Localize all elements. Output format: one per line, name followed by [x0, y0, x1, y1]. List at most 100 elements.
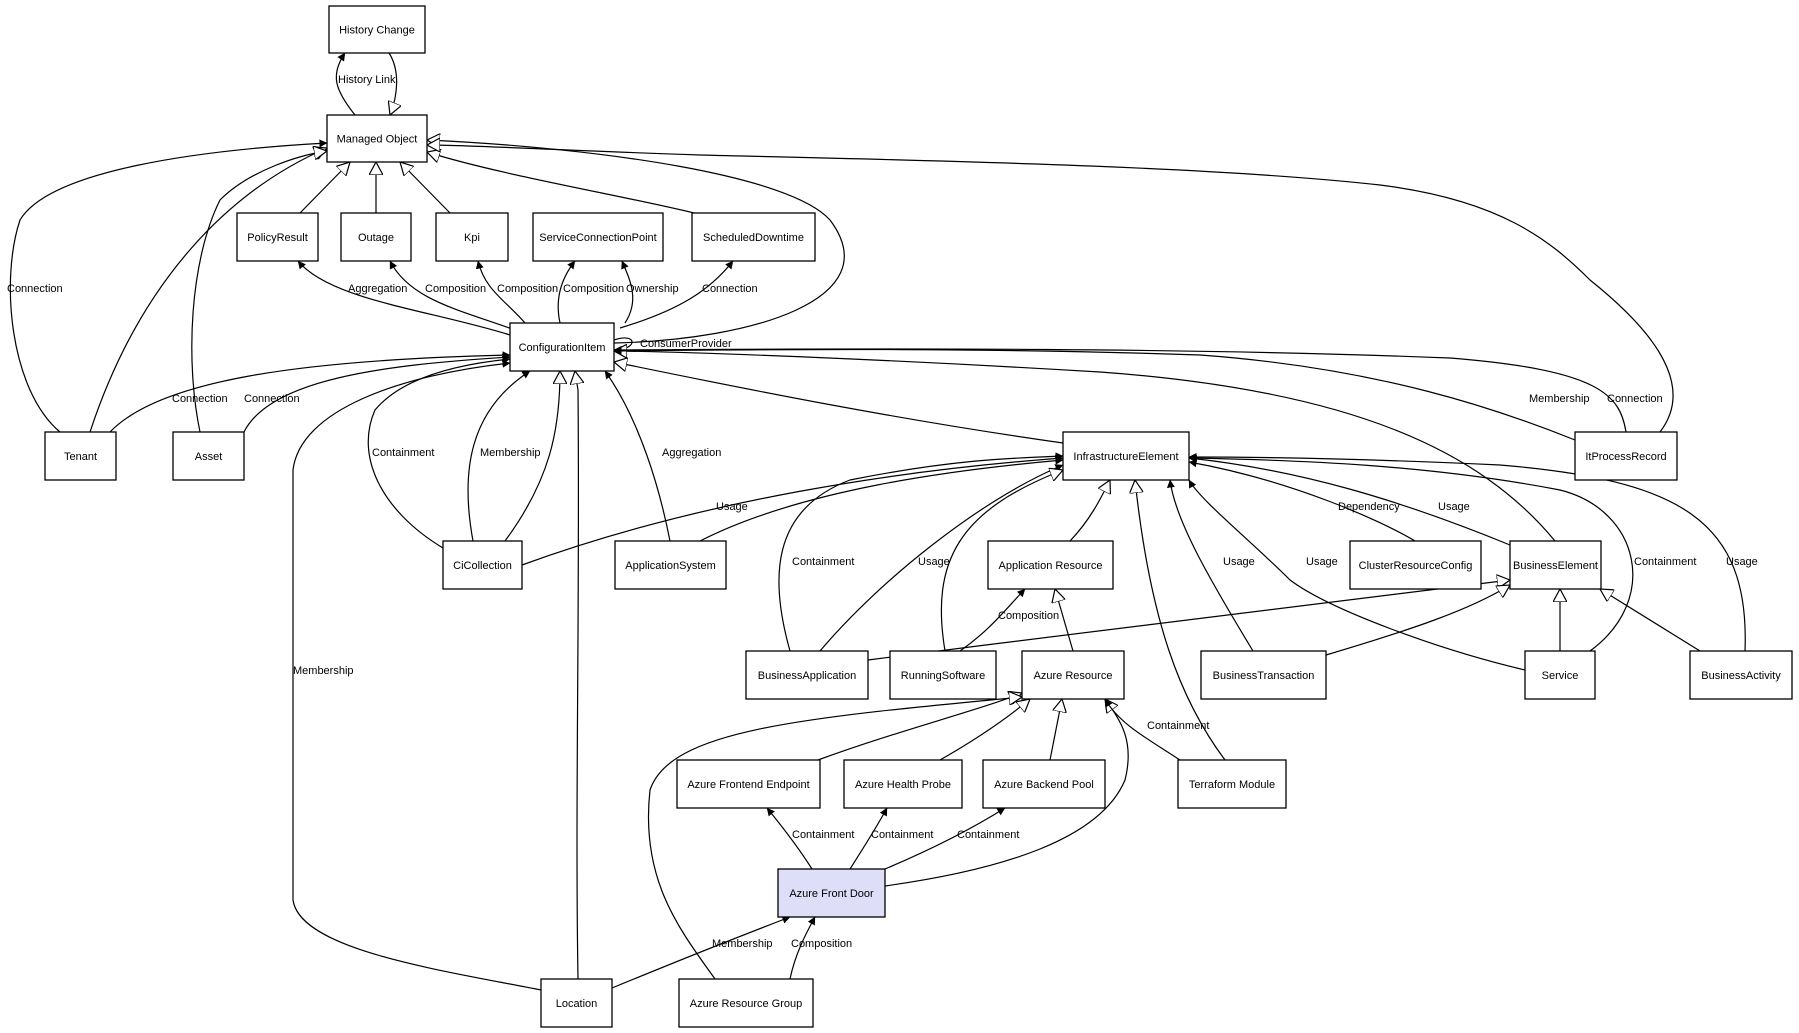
- class-node-azure-backend-pool[interactable]: Azure Backend Pool: [982, 759, 1106, 809]
- class-node-service[interactable]: Service: [1524, 650, 1596, 700]
- class-box[interactable]: [678, 978, 814, 1028]
- edge-e-arg-gen-azr: [647, 697, 1022, 980]
- edge-label: Connection: [1607, 393, 1663, 405]
- class-box[interactable]: [691, 212, 816, 262]
- edge-e-ci-consumer: [613, 337, 633, 354]
- class-node-application-system[interactable]: ApplicationSystem: [614, 540, 727, 590]
- class-box[interactable]: [843, 759, 963, 809]
- class-box[interactable]: [509, 322, 615, 372]
- edge-e-crc-dep-ie: [1188, 459, 1416, 542]
- class-box[interactable]: [172, 431, 245, 481]
- class-node-configuration-item[interactable]: ConfigurationItem: [509, 322, 615, 372]
- class-box[interactable]: [442, 540, 523, 590]
- edge-e-abp-gen-azr: [1049, 699, 1062, 761]
- edge-e-cic-usage-ie: [521, 454, 1064, 566]
- class-name: ServiceConnectionPoint: [539, 232, 656, 244]
- edge-label: Membership: [480, 447, 541, 459]
- edge-e-ci-comp-scp: [557, 260, 576, 324]
- class-box[interactable]: [540, 978, 613, 1028]
- class-box[interactable]: [982, 759, 1106, 809]
- class-node-service-connection-point[interactable]: ServiceConnectionPoint: [532, 212, 664, 262]
- class-node-cluster-resource-config[interactable]: ClusterResourceConfig: [1349, 540, 1482, 590]
- edge-e-location-gen-ci: [575, 371, 578, 980]
- class-name: ConfigurationItem: [519, 342, 606, 354]
- class-name: ScheduledDowntime: [703, 232, 804, 244]
- class-node-kpi[interactable]: Kpi: [435, 212, 509, 262]
- class-box[interactable]: [1524, 650, 1596, 700]
- class-node-terraform-module[interactable]: Terraform Module: [1177, 759, 1287, 809]
- class-node-managed-object[interactable]: Managed Object: [326, 114, 428, 163]
- class-node-business-application[interactable]: BusinessApplication: [745, 650, 869, 700]
- class-node-azure-frontend-endpoint[interactable]: Azure Frontend Endpoint: [676, 759, 821, 809]
- class-box[interactable]: [1200, 650, 1327, 700]
- class-node-it-process-record[interactable]: ItProcessRecord: [1574, 431, 1678, 481]
- class-node-ci-collection[interactable]: CiCollection: [442, 540, 523, 590]
- class-box[interactable]: [889, 650, 997, 700]
- edge-e-afd-gen-azr: [884, 699, 1129, 887]
- class-box[interactable]: [1349, 540, 1482, 590]
- class-box[interactable]: [328, 5, 426, 54]
- class-node-azure-health-probe[interactable]: Azure Health Probe: [843, 759, 963, 809]
- class-node-azure-resource[interactable]: Azure Resource: [1021, 650, 1125, 700]
- edge-e-sched-gen: [427, 152, 695, 214]
- edge-label: Aggregation: [662, 447, 721, 459]
- edge-e-arg-comp-afd: [789, 916, 816, 980]
- class-box[interactable]: [435, 212, 509, 262]
- class-name: Managed Object: [337, 134, 418, 146]
- class-node-asset[interactable]: Asset: [172, 431, 245, 481]
- class-box[interactable]: [1062, 431, 1190, 481]
- class-node-policy-result[interactable]: PolicyResult: [236, 212, 319, 262]
- edge-label: Containment: [792, 829, 854, 841]
- class-node-business-element[interactable]: BusinessElement: [1509, 540, 1602, 590]
- class-box[interactable]: [987, 540, 1114, 590]
- class-node-outage[interactable]: Outage: [340, 212, 412, 262]
- edge-label: Usage: [1223, 556, 1255, 568]
- class-box[interactable]: [236, 212, 319, 262]
- class-node-azure-front-door[interactable]: Azure Front Door: [777, 868, 886, 918]
- class-node-application-resource[interactable]: Application Resource: [987, 540, 1114, 590]
- class-box[interactable]: [1509, 540, 1602, 590]
- edge-e-asset-conn-ci: [243, 353, 511, 433]
- class-box[interactable]: [614, 540, 727, 590]
- class-node-location[interactable]: Location: [540, 978, 613, 1028]
- edge-e-ba-contain-ie: [778, 452, 1064, 652]
- edge-e-rs-gen-ie: [940, 470, 1063, 652]
- edges-layer: [9, 52, 1746, 991]
- class-node-business-transaction[interactable]: BusinessTransaction: [1200, 650, 1327, 700]
- edge-e-bact-gen-be: [1600, 589, 1701, 652]
- edge-label: Aggregation: [348, 283, 407, 295]
- edge-e-itpr-member-ci: [613, 346, 1576, 441]
- edge-e-be-usage-ie: [1188, 454, 1511, 546]
- class-box[interactable]: [777, 868, 886, 918]
- class-box[interactable]: [745, 650, 869, 700]
- class-box[interactable]: [532, 212, 664, 262]
- class-name: Tenant: [64, 451, 97, 463]
- edge-label: Usage: [716, 501, 748, 513]
- edge-label: Usage: [1726, 556, 1758, 568]
- class-box[interactable]: [44, 431, 117, 481]
- class-node-tenant[interactable]: Tenant: [44, 431, 117, 481]
- class-box[interactable]: [1574, 431, 1678, 481]
- class-node-running-software[interactable]: RunningSoftware: [889, 650, 997, 700]
- edge-label: Connection: [702, 283, 758, 295]
- class-box[interactable]: [340, 212, 412, 262]
- class-node-infrastructure-element[interactable]: InfrastructureElement: [1062, 431, 1190, 481]
- class-name: Service: [1542, 670, 1579, 682]
- class-node-business-activity[interactable]: BusinessActivity: [1689, 650, 1793, 700]
- edge-e-bt-usage-ie: [1166, 479, 1254, 652]
- edge-e-ci-comp-kpi: [475, 260, 526, 324]
- class-box[interactable]: [1021, 650, 1125, 700]
- class-node-history-change[interactable]: History Change: [328, 5, 426, 54]
- class-box[interactable]: [1689, 650, 1793, 700]
- class-box[interactable]: [326, 114, 428, 163]
- edge-label: Composition: [791, 938, 852, 950]
- edge-e-rs-comp-ar: [959, 588, 1026, 652]
- edge-e-ci-comp-outage: [389, 260, 516, 331]
- class-box[interactable]: [676, 759, 821, 809]
- class-node-scheduled-downtime[interactable]: ScheduledDowntime: [691, 212, 816, 262]
- class-box[interactable]: [1177, 759, 1287, 809]
- edge-label: Connection: [7, 283, 63, 295]
- class-name: ItProcessRecord: [1585, 451, 1666, 463]
- class-node-azure-resource-group[interactable]: Azure Resource Group: [678, 978, 814, 1028]
